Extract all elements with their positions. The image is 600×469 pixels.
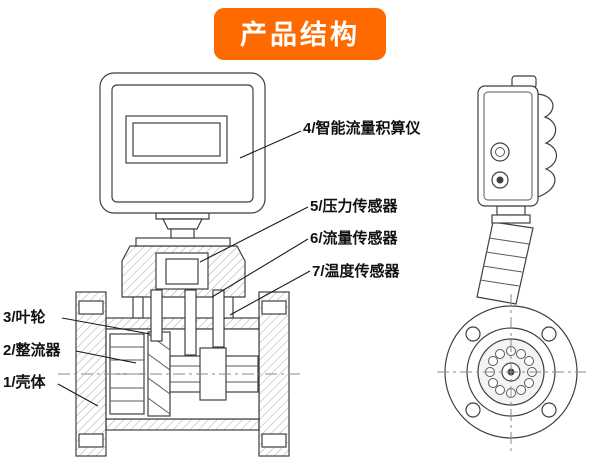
totalizer-side — [477, 75, 558, 207]
label-totalizer: 4/智能流量积算仪 — [303, 120, 421, 137]
leader-lines — [57, 130, 311, 407]
bolt-hole — [465, 326, 481, 342]
label-flow-sensor: 6/流量传感器 — [310, 230, 398, 247]
pressure-sensor-probe — [150, 289, 163, 342]
flange-bolt-hole — [78, 433, 104, 448]
flange-bolt-hole — [261, 300, 287, 315]
label-impeller: 3/叶轮 — [3, 309, 46, 326]
stem — [491, 214, 531, 224]
stem — [496, 205, 526, 216]
neck-joint — [476, 221, 534, 305]
bolt-hole — [465, 402, 481, 418]
flange-bolt-hole — [261, 433, 287, 448]
page-title: 产品结构 — [240, 20, 360, 50]
front-view — [58, 72, 302, 457]
label-pressure-sensor: 5/压力传感器 — [310, 198, 398, 215]
label-temperature-sensor: 7/温度传感器 — [312, 263, 400, 280]
housing-bottom-wall — [105, 418, 260, 431]
flow-sensor-probe — [184, 289, 197, 356]
label-housing: 1/壳体 — [3, 374, 46, 391]
flange-bolt-hole — [78, 300, 104, 315]
grip — [537, 93, 558, 198]
totalizer-head — [99, 72, 266, 239]
sensor-bonnet — [121, 237, 246, 298]
display-housing-side — [477, 85, 539, 207]
side-view — [437, 75, 586, 452]
temperature-sensor-probe — [212, 289, 225, 348]
bolt-hole — [541, 326, 557, 342]
label-straightener: 2/整流器 — [3, 342, 61, 359]
stud — [132, 296, 144, 319]
title-banner: 产品结构 — [214, 8, 386, 60]
housing-top-wall — [105, 317, 260, 330]
bolt-hole — [541, 402, 557, 418]
